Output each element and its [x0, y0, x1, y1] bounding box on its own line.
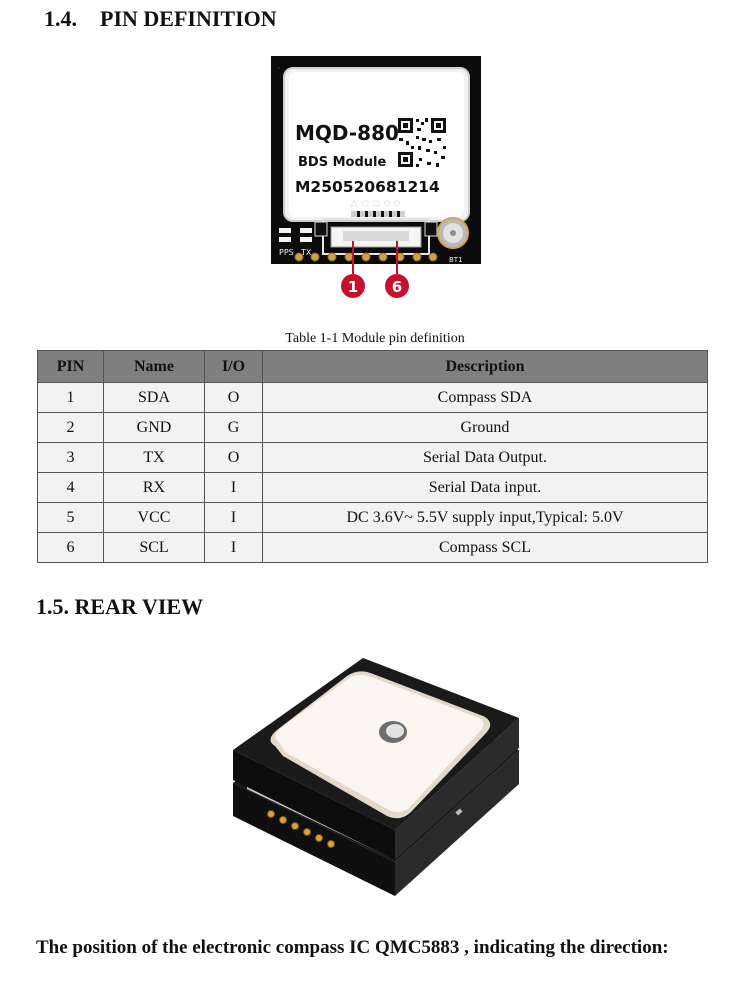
cell-name: SDA	[103, 382, 205, 413]
module-type-label: BDS Module	[298, 155, 386, 170]
cell-description: Compass SCL	[262, 532, 708, 563]
pin-1-callout	[341, 274, 365, 298]
qr-code-icon	[398, 118, 446, 167]
header-name: Name	[103, 350, 205, 383]
cell-pin: 6	[37, 532, 104, 563]
table-row: 5 VCC I DC 3.6V~ 5.5V supply input,Typic…	[37, 502, 708, 533]
cell-io: G	[204, 412, 263, 443]
cell-description: Ground	[262, 412, 708, 443]
table-header-row: PIN Name I/O Description	[37, 350, 708, 383]
section-number: 1.4.	[44, 6, 77, 31]
cell-name: TX	[103, 442, 205, 473]
pin-definition-table: PIN Name I/O Description 1 SDA O Compass…	[37, 350, 708, 563]
cell-pin: 2	[37, 412, 104, 443]
pin-6-callout-label: 6	[392, 278, 402, 296]
module-serial-label: M250520681214	[295, 178, 440, 196]
section-number: 1.5.	[36, 594, 69, 619]
cell-name: SCL	[103, 532, 205, 563]
table-row: 1 SDA O Compass SDA	[37, 382, 708, 413]
cell-name: RX	[103, 472, 205, 503]
pin-6-callout	[385, 274, 409, 298]
table-row: 4 RX I Serial Data input.	[37, 472, 708, 503]
cell-description: DC 3.6V~ 5.5V supply input,Typical: 5.0V	[262, 502, 708, 533]
cell-pin: 5	[37, 502, 104, 533]
pin-pads	[267, 810, 335, 848]
cell-io: O	[204, 442, 263, 473]
section-title: PIN DEFINITION	[100, 6, 277, 31]
cell-description: Compass SDA	[262, 382, 708, 413]
section-heading-pin-definition: 1.4. PIN DEFINITION	[44, 6, 277, 32]
cell-pin: 4	[37, 472, 104, 503]
header-pin: PIN	[37, 350, 104, 383]
cell-pin: 1	[37, 382, 104, 413]
cell-name: GND	[103, 412, 205, 443]
section-heading-rear-view: 1.5. REAR VIEW	[36, 594, 203, 620]
table-caption: Table 1-1 Module pin definition	[285, 331, 465, 346]
table-row: 3 TX O Serial Data Output.	[37, 442, 708, 473]
table-row: 2 GND G Ground	[37, 412, 708, 443]
compass-description: The position of the electronic compass I…	[36, 937, 669, 958]
module-name-label: MQD-880	[295, 121, 399, 145]
cell-name: VCC	[103, 502, 205, 533]
cell-io: I	[204, 532, 263, 563]
cell-io: I	[204, 472, 263, 503]
pin-1-callout-label: 1	[348, 278, 358, 296]
cell-pin: 3	[37, 442, 104, 473]
cell-description: Serial Data input.	[262, 472, 708, 503]
cell-io: O	[204, 382, 263, 413]
section-title: REAR VIEW	[74, 594, 204, 619]
cell-io: I	[204, 502, 263, 533]
silkscreen-tx: TX	[300, 248, 312, 257]
table-row: 6 SCL I Compass SCL	[37, 532, 708, 563]
module-rear-image	[233, 658, 519, 896]
header-description: Description	[262, 350, 708, 383]
module-front-image: MQD-880 BDS Module M250520681214 PPS TX …	[271, 56, 481, 298]
silkscreen-pps: PPS	[279, 248, 294, 257]
header-io: I/O	[204, 350, 263, 383]
cell-description: Serial Data Output.	[262, 442, 708, 473]
silkscreen-bt1: BT1	[449, 256, 463, 264]
